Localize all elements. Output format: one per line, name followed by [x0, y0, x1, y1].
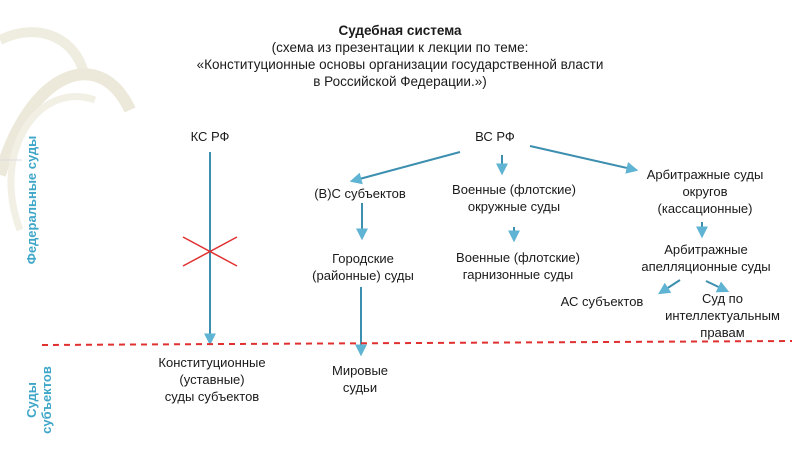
arrow-appeal-to-ip: [705, 280, 730, 293]
title-block: Судебная система (схема из презентации к…: [150, 22, 650, 90]
arrow-appeal-to-as: [657, 279, 681, 295]
node-city-courts-line-1: Городские: [332, 251, 394, 266]
label-subject-courts-line-1: Суды: [24, 382, 39, 418]
node-ip-court-line-1: Суд по: [702, 291, 743, 306]
title-heading: Судебная система: [338, 23, 462, 38]
decor-ring-inner: [7, 93, 97, 232]
node-constitutional-courts-line-1: Конституционные: [158, 355, 266, 370]
label-federal-courts: Федеральные суды: [24, 135, 39, 265]
node-ip-court-line-2: интеллектуальным: [665, 308, 780, 323]
node-military-district-line-1: Военные (флотские): [452, 182, 576, 197]
node-military-garrison-line-2: гарнизонные суды: [462, 267, 574, 282]
arrow-vs-to-subjects: [349, 151, 461, 185]
node-arbitration-district-line-2: округов: [682, 184, 728, 199]
node-military-garrison-line-1: Военные (флотские): [456, 250, 580, 265]
node-ip-court-line-3: правам: [700, 325, 745, 340]
node-arbitration-district-line-1: Арбитражные суды: [646, 167, 764, 182]
node-military-garrison: Военные (флотские) гарнизонные суды: [443, 249, 593, 283]
node-as-subjects: АС субъектов: [560, 294, 644, 309]
node-constitutional-courts: Конституционные (уставные) суды субъекто…: [142, 354, 282, 405]
decor-ring-middle: [0, 68, 136, 177]
title-line-4: в Российской Федерации.»): [313, 74, 487, 89]
decor-ring-top: [0, 27, 90, 81]
label-subject-courts-line-2: субъектов: [39, 366, 54, 434]
node-constitutional-courts-line-2: (уставные): [179, 372, 245, 387]
node-subject-courts: (В)С субъектов: [314, 186, 406, 201]
node-vs-rf: ВС РФ: [475, 129, 515, 144]
title-line-2: (схема из презентации к лекции по теме:: [271, 40, 529, 55]
node-magistrates: Мировые судьи: [315, 362, 405, 396]
node-military-district: Военные (флотские) окружные суды: [440, 181, 588, 215]
node-military-district-line-2: окружные суды: [467, 199, 561, 214]
node-arbitration-appeal-line-1: Арбитражные: [664, 242, 748, 257]
label-subject-courts: Суды субъектов: [24, 355, 56, 445]
node-arbitration-appeal: Арбитражные апелляционные суды: [625, 241, 787, 275]
federal-subject-divider: [41, 340, 793, 346]
node-constitutional-courts-line-3: суды субъектов: [164, 389, 260, 404]
node-ks-rf: КС РФ: [190, 129, 230, 144]
node-city-courts-line-2: (районные) суды: [312, 268, 414, 283]
arrow-vs-to-arbitration: [529, 145, 639, 174]
cross-line-b: [182, 236, 238, 267]
node-arbitration-appeal-line-2: апелляционные суды: [641, 259, 771, 274]
node-magistrates-line-2: судьи: [342, 380, 378, 395]
node-ip-court: Суд по интеллектуальным правам: [650, 290, 795, 341]
node-magistrates-line-1: Мировые: [331, 363, 389, 378]
node-arbitration-district-line-3: (кассационные): [657, 201, 753, 216]
node-city-courts: Городские (районные) суды: [298, 250, 428, 284]
title-line-3: «Конституционные основы организации госу…: [196, 57, 604, 72]
node-arbitration-district: Арбитражные суды округов (кассационные): [630, 166, 780, 217]
